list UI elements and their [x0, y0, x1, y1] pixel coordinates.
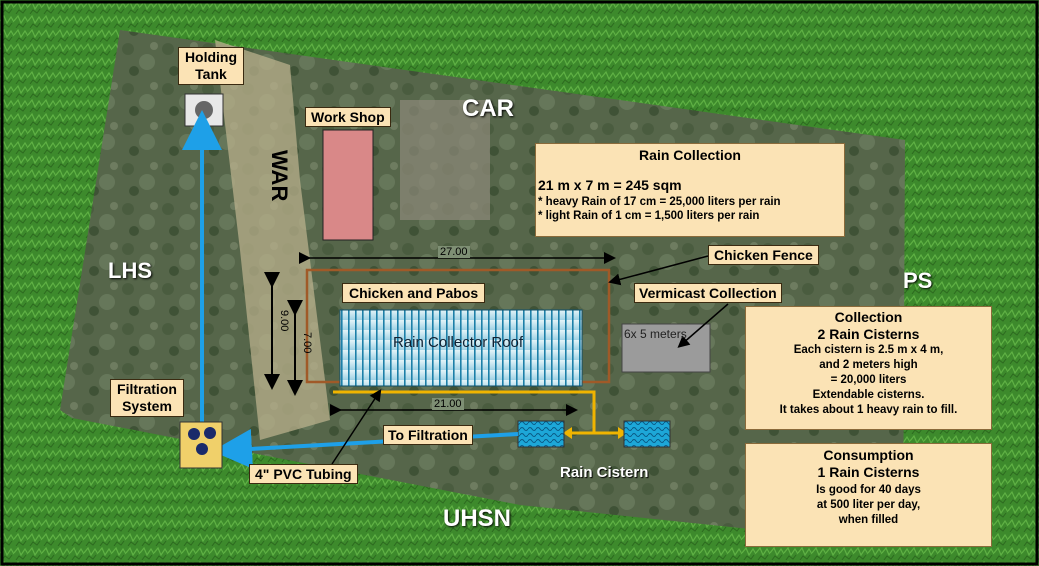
rain-collector-roof-label: Rain Collector Roof — [393, 334, 524, 351]
consumption-subtitle: 1 Rain Cisterns — [817, 464, 920, 480]
rain-cistern-1 — [517, 420, 565, 448]
consumption-line1: Is good for 40 days — [816, 484, 921, 496]
filtration-system-label-line1: Filtration — [117, 381, 177, 397]
rain-collection-light: * light Rain of 1 cm = 1,500 liters per … — [538, 210, 760, 222]
holding-tank-label-line2: Tank — [195, 66, 227, 82]
filter-dot-1 — [188, 428, 200, 440]
fence-width-label: 27.00 — [438, 246, 470, 258]
to-filtration-label: To Filtration — [383, 425, 473, 445]
vermicast-callout-line — [677, 303, 729, 348]
filter-dot-2 — [204, 427, 216, 439]
holding-tank-opening — [195, 101, 213, 119]
filter-dot-3 — [196, 443, 208, 455]
work-shop-label: Work Shop — [305, 107, 391, 127]
roof-height-label: 7.00 — [301, 332, 313, 354]
collection-subtitle: 2 Rain Cisterns — [817, 326, 920, 342]
yellow-arrow-right — [618, 427, 627, 439]
war-label: WAR — [267, 150, 292, 202]
pvc-tubing-label: 4" PVC Tubing — [249, 464, 358, 484]
work-shop-building — [322, 129, 374, 241]
consumption-line3: when filled — [838, 514, 899, 526]
chicken-and-pabos-label: Chicken and Pabos — [342, 283, 486, 303]
rain-collection-heavy: * heavy Rain of 17 cm = 25,000 liters pe… — [538, 196, 781, 208]
rain-cistern-2 — [623, 420, 671, 448]
roof-width-label: 21.00 — [432, 398, 464, 410]
holding-tank-label-line1: Holding — [184, 49, 238, 65]
holding-tank-label: Holding Tank — [178, 47, 244, 85]
filtration-system-label: Filtration System — [110, 379, 184, 417]
lhs-label: LHS — [108, 258, 152, 283]
consumption-title: Consumption — [823, 447, 914, 463]
car-label: CAR — [462, 95, 514, 122]
consumption-line2: at 500 liter per day, — [816, 499, 921, 511]
ps-label: PS — [903, 268, 933, 293]
fence-callout-line — [608, 255, 709, 286]
pvc-callout-line — [331, 388, 382, 465]
yellow-arrow-left — [563, 427, 572, 439]
consumption-panel: Consumption 1 Rain Cisterns Is good for … — [745, 443, 992, 547]
fence-height-label: 9.00 — [278, 310, 290, 332]
rain-cistern-label: Rain Cistern — [560, 464, 649, 481]
rain-collection-title: Rain Collection — [639, 147, 741, 163]
rain-collector-roof — [339, 309, 583, 387]
collection-line1: Each cistern is 2.5 m x 4 m, — [793, 344, 944, 356]
collection-panel: Collection 2 Rain Cisterns Each cistern … — [745, 306, 992, 430]
uhsn-label: UHSN — [443, 505, 512, 532]
rain-collection-panel: Rain Collection 21 m x 7 m = 245 sqm * h… — [535, 143, 845, 237]
collection-title: Collection — [834, 309, 903, 325]
car-structure — [400, 100, 490, 220]
chicken-fence-label: Chicken Fence — [708, 245, 819, 265]
filtration-system-label-line2: System — [122, 398, 172, 414]
collection-line3: = 20,000 liters — [830, 374, 907, 386]
collection-line4: Extendable cisterns. — [812, 389, 925, 401]
rain-collection-area: 21 m x 7 m = 245 sqm — [538, 177, 682, 193]
vermicast-collection-label: Vermicast Collection — [634, 283, 782, 303]
collection-line5: It takes about 1 heavy rain to fill. — [779, 404, 958, 416]
vermicast-size-label: 6x 5 meters — [624, 327, 687, 341]
collection-line2: and 2 meters high — [819, 359, 918, 371]
